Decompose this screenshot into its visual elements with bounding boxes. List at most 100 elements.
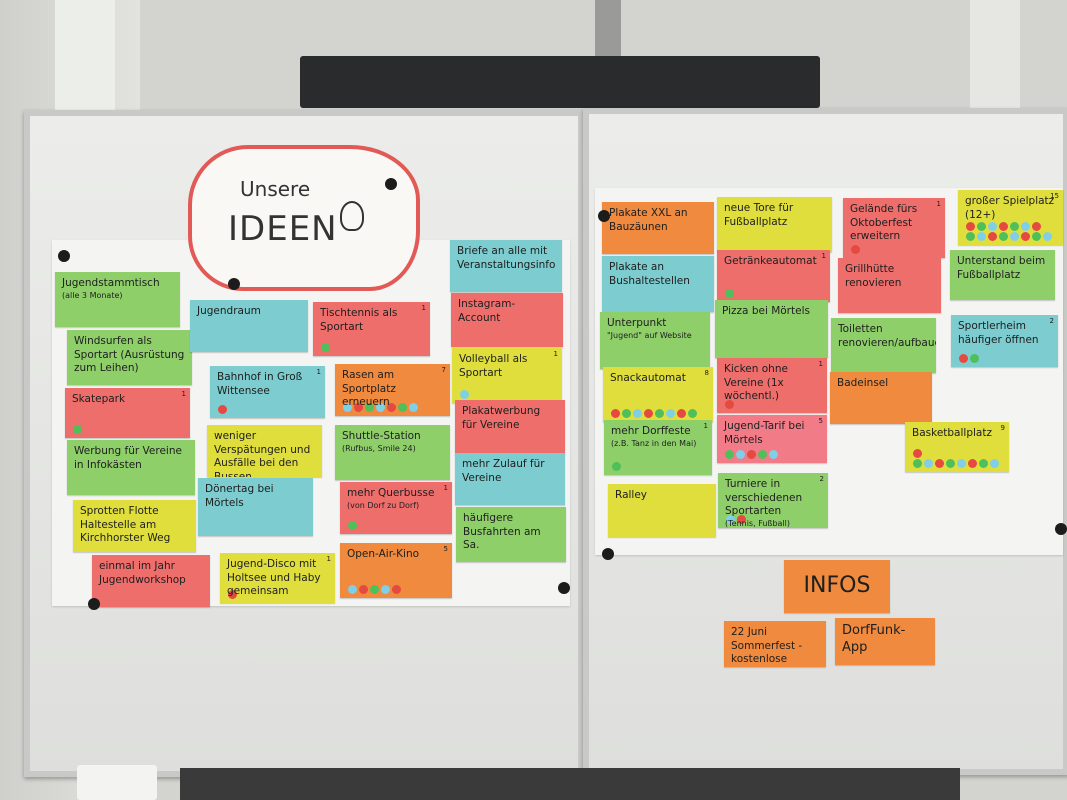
vote-dot (999, 232, 1008, 241)
vote-dot (758, 450, 767, 459)
idea-note: Ralley (608, 484, 716, 537)
note-subtext: (Tennis, Fußball) (725, 518, 791, 528)
note-subtext: (alle 3 Monate) (62, 290, 123, 300)
vote-dot (988, 222, 997, 231)
idea-note: Rasen am Sportplatz erneuern 7 (335, 364, 450, 416)
idea-note: Jugendraum (190, 300, 308, 352)
vote-dot (851, 245, 860, 254)
vote-count: 1 (421, 304, 426, 312)
note-text: Badeinsel (837, 377, 889, 389)
vote-dot (666, 409, 675, 418)
vote-dot (622, 409, 631, 418)
note-text: Windsurfen als Sportart (Ausrüstung zum … (74, 335, 185, 375)
note-text: Sprotten Flotte Haltestelle am Kirchhors… (80, 505, 171, 545)
vote-dot (1032, 222, 1041, 231)
vote-dot (769, 450, 778, 459)
vote-dot (979, 459, 988, 468)
note-text: Plakate XXL an Bauzäunen (609, 207, 688, 233)
vote-dot (946, 459, 955, 468)
lightbulb-icon (340, 201, 364, 231)
idea-note: Unterstand beim Fußballplatz (950, 250, 1055, 300)
vote-dot (387, 403, 396, 412)
vote-count: 5 (443, 545, 448, 553)
vote-count: 1 (181, 390, 186, 398)
idea-note: Briefe an alle mit Veranstaltungsinfo (450, 240, 562, 292)
idea-note: Grillhütte renovieren (838, 258, 941, 313)
idea-note: großer Spielplatz (12+)15 (958, 190, 1063, 245)
note-text: Snackautomat (610, 372, 686, 384)
vote-dot (460, 390, 469, 399)
vote-dot (633, 409, 642, 418)
vote-count: 1 (703, 422, 708, 430)
note-text: mehr Zulauf für Vereine (462, 458, 545, 484)
note-text: Kicken ohne Vereine (1x wöchentl.) (724, 363, 788, 403)
vote-dot (913, 459, 922, 468)
vote-dot (1010, 232, 1019, 241)
note-text: Rasen am Sportplatz erneuern (342, 369, 396, 409)
note-text: mehr Querbusse (347, 487, 435, 499)
note-text: Pizza bei Mörtels (722, 305, 810, 317)
magnet (58, 250, 70, 262)
vote-dot (935, 459, 944, 468)
idea-note: häufigere Busfahrten am Sa. (456, 507, 566, 562)
magnet (385, 178, 397, 190)
idea-note: mehr Dorffeste(z.B. Tanz in den Mai)1 (604, 420, 712, 475)
vote-count: 1 (553, 350, 558, 358)
vote-count: 1 (936, 200, 941, 208)
idea-note: Instagram-Account (451, 293, 563, 347)
ideas-title-cloud: Unsere IDEEN (188, 145, 420, 291)
note-text: Unterpunkt (607, 317, 667, 329)
magnet (598, 210, 610, 222)
idea-note: Werbung für Vereine in Infokästen (67, 440, 195, 495)
vote-dot (747, 450, 756, 459)
note-text: Gelände fürs Oktoberfest erweitern (850, 203, 918, 243)
vote-dot (611, 409, 620, 418)
vote-dot (409, 403, 418, 412)
vote-count: 7 (441, 366, 446, 374)
idea-note: Jugendstammtisch(alle 3 Monate) (55, 272, 180, 327)
soundbar (300, 56, 820, 108)
note-text: Volleyball als Sportart (459, 353, 528, 379)
infos-header-note: INFOS (784, 560, 890, 613)
idea-note: Dönertag bei Mörtels (198, 478, 313, 536)
idea-note: Plakate an Bushaltestellen (602, 256, 714, 312)
idea-note: Toiletten renovieren/aufbauen (831, 318, 936, 373)
note-text: Jugend-Tarif bei Mörtels (724, 420, 805, 446)
vote-dot (977, 222, 986, 231)
vote-dot (348, 521, 357, 530)
note-text: Instagram-Account (458, 298, 516, 324)
idea-note: mehr Querbusse(von Dorf zu Dorf)1 (340, 482, 452, 534)
vote-dot (359, 585, 368, 594)
vote-dot (321, 343, 330, 352)
vote-dot (1010, 222, 1019, 231)
vote-dot (999, 222, 1008, 231)
magnet (602, 548, 614, 560)
magnet (228, 278, 240, 290)
note-text: Skatepark (72, 393, 126, 405)
vote-dot (365, 403, 374, 412)
note-text: Toiletten renovieren/aufbauen (838, 323, 936, 349)
note-subtext: "Jugend" auf Website (607, 330, 692, 340)
vote-dot (218, 405, 227, 414)
vote-dot (725, 289, 734, 298)
idea-note: Skatepark 1 (65, 388, 190, 438)
vote-count: 1 (326, 555, 331, 563)
vote-dot (725, 450, 734, 459)
vote-count: 2 (1049, 317, 1054, 325)
vote-count: 2 (819, 475, 824, 483)
note-text: Shuttle-Station (342, 430, 421, 442)
vote-dot (990, 459, 999, 468)
note-text: Plakatwerbung für Vereine (462, 405, 541, 431)
note-text: großer Spielplatz (12+) (965, 195, 1055, 221)
vote-dot (381, 585, 390, 594)
idea-note: Kicken ohne Vereine (1x wöchentl.)1 (717, 358, 827, 413)
note-text: einmal im Jahr Jugendworkshop (99, 560, 186, 586)
vote-dot (612, 462, 621, 471)
vote-dot (736, 450, 745, 459)
note-text: Sportlerheim häufiger öffnen (958, 320, 1039, 346)
vote-dot (1021, 232, 1030, 241)
idea-note: Jugend-Disco mit Holtsee und Haby gemein… (220, 553, 335, 603)
